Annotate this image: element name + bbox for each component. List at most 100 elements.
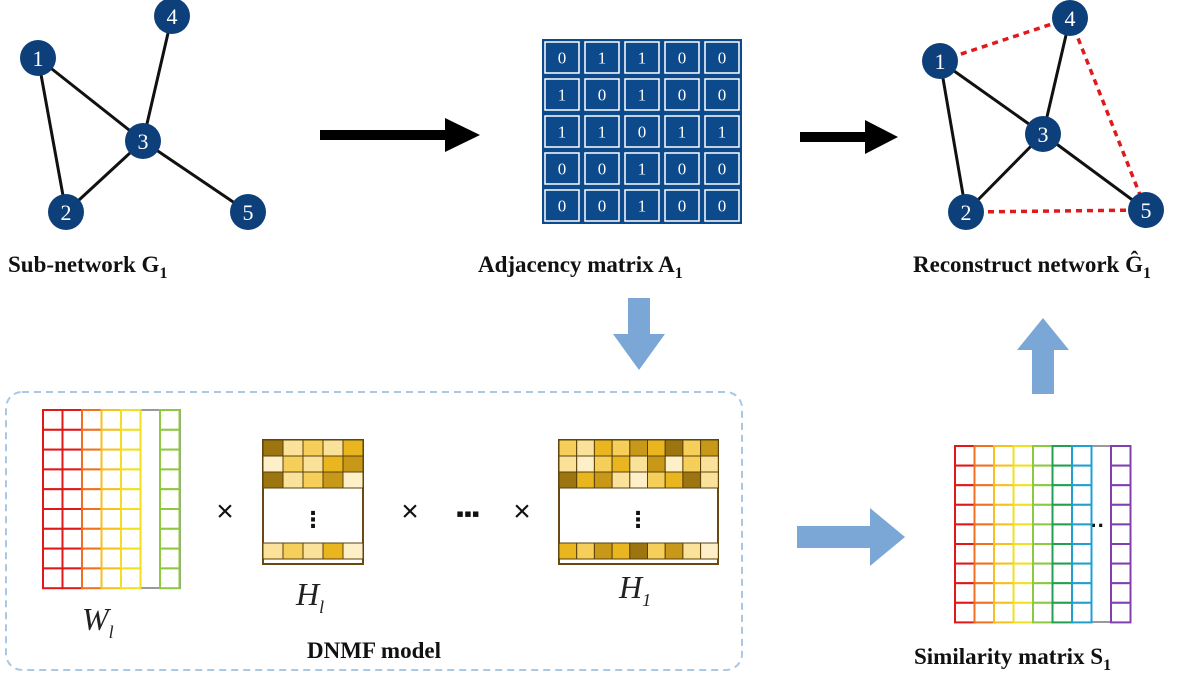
svg-text:1: 1: [935, 49, 946, 74]
matrix-cell: [1110, 543, 1132, 565]
matrix-cell: [1032, 464, 1054, 487]
graph-node-5: 5: [230, 194, 266, 230]
matrix-cell: [81, 567, 103, 590]
matrix-cell: [973, 601, 995, 624]
matrix-cell: [993, 484, 1015, 506]
h-l-ellipsis: ⋮: [302, 507, 324, 532]
h-matrix-cell: [282, 542, 304, 560]
reconstruct-caption: Reconstruct network Ĝ1: [913, 250, 1151, 282]
adjacency-cell: [584, 41, 620, 74]
h-matrix-cell: [611, 542, 631, 560]
adjacency-value: 0: [598, 197, 607, 216]
adjacency-cell: [664, 78, 700, 111]
matrix-cell: [100, 567, 122, 590]
h-1-ellipsis: ⋮: [627, 507, 649, 532]
adjacency-value: 0: [718, 197, 727, 216]
matrix-cell: [42, 567, 64, 590]
h-matrix-cell: [664, 542, 684, 560]
matrix-cell: [61, 527, 83, 550]
svg-text:1: 1: [33, 46, 44, 71]
adjacency-value: 1: [558, 123, 567, 142]
h-matrix-cell: [700, 471, 719, 489]
h-matrix-cell: [593, 542, 613, 560]
matrix-cell: [61, 488, 83, 511]
matrix-cell: [973, 523, 995, 546]
matrix-cell: [1110, 582, 1132, 604]
w-l-matrix: ···: [42, 409, 181, 590]
adjacency-value: 0: [718, 49, 727, 68]
adjacency-value: 1: [678, 123, 687, 142]
matrix-cell: [1032, 484, 1054, 506]
matrix-cell: [1071, 464, 1093, 487]
svg-text:3: 3: [138, 129, 149, 154]
h-matrix-cell: [576, 471, 595, 489]
matrix-cell: [1051, 582, 1073, 604]
graph-node-2: 2: [948, 194, 984, 230]
arrow-graph-to-matrix: [320, 118, 480, 152]
h-matrix-cell: [558, 455, 578, 473]
h-l-label: Hl: [295, 576, 324, 617]
matrix-cell: [993, 582, 1015, 604]
matrix-cell: [42, 428, 64, 451]
matrix-cell: [100, 488, 122, 511]
h-matrix-cell: [282, 455, 304, 473]
matrix-cell: [42, 508, 64, 530]
h-matrix-cell: [700, 455, 719, 473]
h-matrix-cell: [342, 439, 364, 457]
adjacency-cell: [664, 115, 700, 148]
flow-arrow-up: [1017, 318, 1069, 394]
svg-text:5: 5: [1141, 198, 1152, 223]
matrix-cell: [1110, 523, 1132, 546]
adjacency-value: 0: [718, 86, 727, 105]
adjacency-value: 0: [558, 49, 567, 68]
matrix-cell: [120, 527, 142, 550]
matrix-cell: [1051, 484, 1073, 506]
h-matrix-cell: [282, 439, 304, 457]
graph-node-4: 4: [1052, 0, 1088, 36]
graph-node-3: 3: [1025, 116, 1061, 152]
adjacency-cell: [584, 78, 620, 111]
adjacency-cell: [624, 152, 660, 185]
matrix-cell: [159, 527, 181, 550]
matrix-cell: [1012, 601, 1034, 624]
matrix-cell: [1032, 445, 1054, 467]
matrix-cell: [1110, 601, 1132, 624]
matrix-cell: [1051, 445, 1073, 467]
edge-2-3: [964, 132, 1045, 214]
matrix-cell: [993, 562, 1015, 585]
matrix-cell: [61, 409, 83, 431]
adjacency-value: 1: [598, 49, 607, 68]
matrix-cell: [42, 409, 64, 431]
matrix-cell: [1051, 562, 1073, 585]
adjacency-cell: [544, 115, 580, 148]
matrix-cell: [954, 543, 976, 565]
h-matrix-cell: [647, 542, 666, 560]
matrix-cell: [159, 567, 181, 590]
h-matrix-cell: [629, 455, 648, 473]
matrix-cell: [120, 468, 142, 491]
edge-1-3: [939, 59, 1044, 136]
matrix-cell: [954, 464, 976, 487]
matrix-cell: [1051, 601, 1073, 624]
adjacency-value: 0: [678, 197, 687, 216]
matrix-cell: [61, 428, 83, 451]
h-matrix-cell: [262, 542, 284, 560]
h-matrix-cell: [611, 439, 631, 457]
matrix-cell: [1110, 445, 1132, 467]
times-symbol-2: ×: [401, 495, 419, 528]
matrix-cell: [120, 488, 142, 511]
edge-3-4: [141, 15, 174, 142]
adjacency-value: 0: [678, 49, 687, 68]
h-matrix-cell: [262, 471, 284, 489]
adjacency-value: 0: [558, 197, 567, 216]
adjacency-value: 0: [598, 160, 607, 179]
h-matrix-cell: [664, 455, 684, 473]
matrix-cell: [1110, 562, 1132, 585]
similarity-matrix: ···: [954, 445, 1132, 624]
edge-3-4: [1041, 17, 1072, 135]
matrix-cell: [1032, 523, 1054, 546]
svg-text:5: 5: [243, 200, 254, 225]
h-matrix-cell: [647, 455, 666, 473]
matrix-cell: [1032, 543, 1054, 565]
